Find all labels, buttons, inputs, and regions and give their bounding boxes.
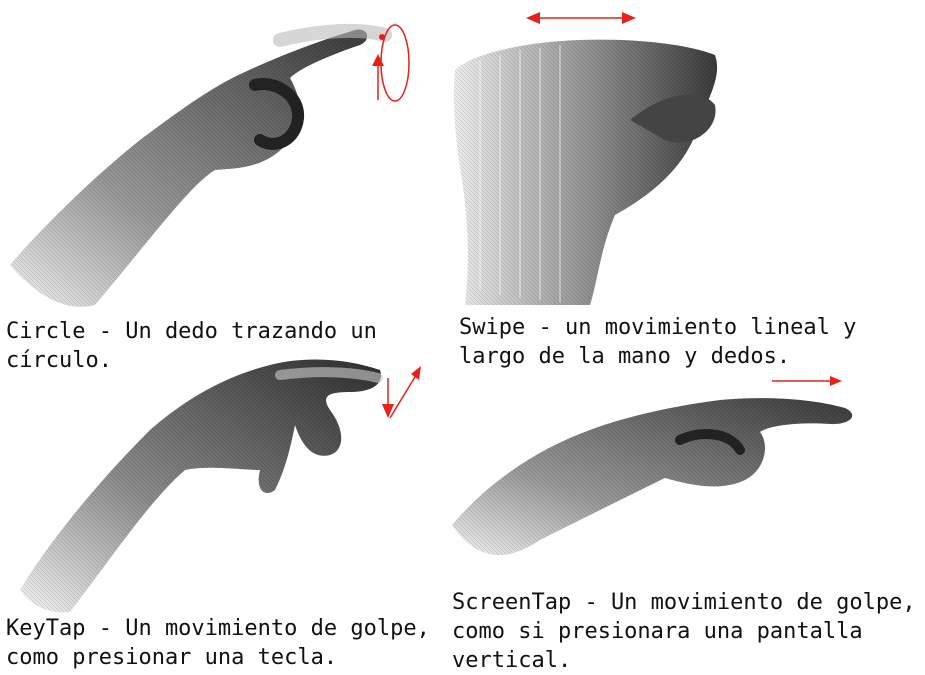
keytap-hand-illustration: [20, 360, 381, 613]
swipe-caption-line-2: largo de la mano y dedos.: [459, 342, 856, 371]
screentap-caption-line-3: vertical.: [452, 646, 916, 675]
swipe-caption-line-1: Swipe - un movimiento lineal y: [459, 313, 856, 342]
screentap-motion-indicator: [772, 376, 842, 386]
keytap-caption: KeyTap - Un movimiento de golpe, como pr…: [6, 614, 430, 672]
screentap-caption-line-1: ScreenTap - Un movimiento de golpe,: [452, 588, 916, 617]
swipe-hand-illustration: [454, 40, 717, 305]
circle-caption-line-2: círculo.: [6, 346, 377, 375]
swipe-caption: Swipe - un movimiento lineal y largo de …: [459, 313, 856, 371]
screentap-caption: ScreenTap - Un movimiento de golpe, como…: [452, 588, 916, 675]
keytap-caption-line-2: como presionar una tecla.: [6, 643, 430, 672]
circle-caption: Circle - Un dedo trazando un círculo.: [6, 317, 377, 375]
screentap-hand-illustration: [452, 398, 852, 555]
keytap-motion-indicator: [382, 366, 421, 418]
swipe-motion-indicator: [526, 12, 636, 24]
screentap-caption-line-2: como si presionara una pantalla: [452, 617, 916, 646]
keytap-caption-line-1: KeyTap - Un movimiento de golpe,: [6, 614, 430, 643]
circle-hand-illustration: [10, 30, 385, 307]
circle-caption-line-1: Circle - Un dedo trazando un: [6, 317, 377, 346]
